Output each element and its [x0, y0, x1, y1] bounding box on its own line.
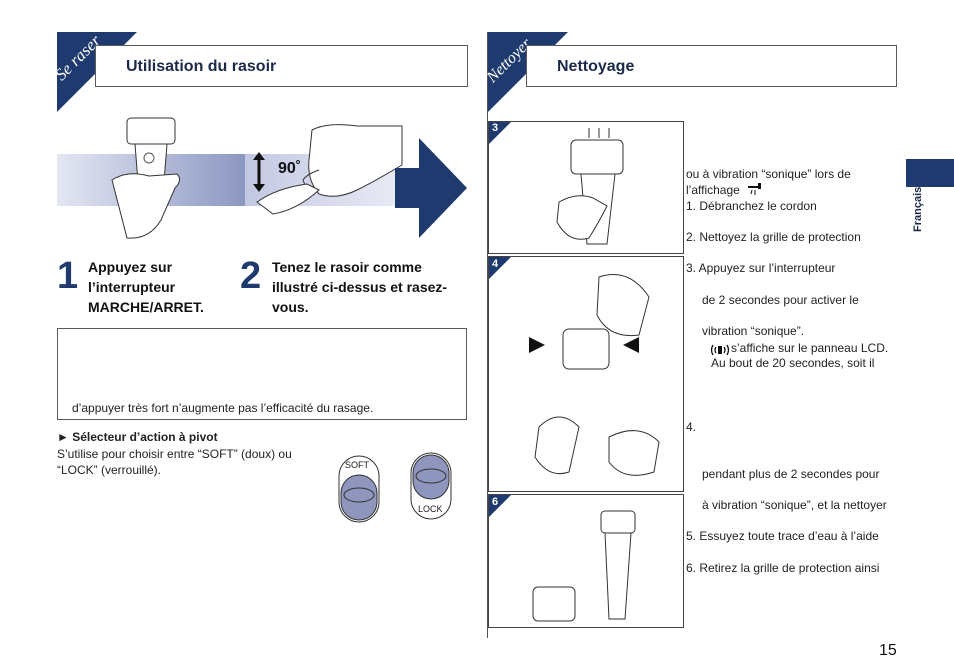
step1-line2: l’interrupteur [88, 279, 176, 295]
angle-label: 90˚ [278, 160, 302, 177]
step1-text: Appuyez sur l’interrupteur MARCHE/ARRET. [88, 257, 204, 317]
right-header-title: Nettoyage [557, 58, 635, 75]
step1-line3: MARCHE/ARRET. [88, 299, 204, 315]
figure-4 [488, 256, 684, 492]
clean-line-2: 1. Débranchez le cordon [686, 199, 817, 213]
figure-3-label: 3 [492, 122, 499, 134]
clean-line-13: 6. Retirez la grille de protection ainsi [686, 561, 880, 575]
faucet-icon [748, 183, 761, 195]
clean-line-7: s’affiche sur le panneau LCD. [731, 341, 889, 355]
step2-line3: vous. [272, 299, 309, 315]
note-box [57, 328, 467, 420]
pivot-line2: “LOCK” (verrouillé). [57, 463, 162, 477]
clean-line-5: de 2 secondes pour activer le [702, 293, 859, 307]
language-tab [906, 159, 954, 187]
step2-text: Tenez le rasoir comme illustré ci-dessus… [272, 257, 447, 317]
soft-switch-icon [338, 455, 380, 523]
shaver-illustration-left [57, 117, 467, 239]
figure-6-illustration [489, 495, 636, 622]
left-header-box [95, 45, 468, 87]
clean-line-8: Au bout de 20 secondes, soit il [711, 356, 875, 370]
lock-label: LOCK [418, 504, 443, 514]
step1-line1: Appuyez sur [88, 259, 173, 275]
language-label: Français [912, 186, 924, 232]
figure-3 [488, 121, 684, 254]
lock-switch-icon [410, 452, 452, 520]
clean-line-1: l’affichage [686, 183, 740, 197]
sonic-vibration-icon [710, 344, 730, 356]
right-header-box [526, 45, 897, 87]
step2-number: 2 [240, 255, 262, 297]
clean-line-10: pendant plus de 2 secondes pour [702, 467, 880, 481]
step2-line2: illustré ci-dessus et rasez- [272, 279, 448, 295]
pivot-title: ► Sélecteur d’action à pivot [57, 430, 218, 444]
figure-6-label: 6 [492, 496, 499, 508]
step1-number: 1 [57, 255, 79, 297]
clean-line-12: 5. Essuyez toute trace d’eau à l’aide [686, 529, 879, 543]
figure-3-illustration [489, 122, 624, 245]
clean-line-11: à vibration “sonique”, et la nettoyer [702, 498, 887, 512]
figure-6 [488, 494, 684, 628]
column-divider [487, 32, 488, 638]
step2-line1: Tenez le rasoir comme [272, 259, 422, 275]
clean-line-0: ou à vibration “sonique” lors de [686, 167, 851, 181]
clean-line-4: 3. Appuyez sur l’interrupteur [686, 261, 836, 275]
clean-line-9: 4. [686, 420, 697, 434]
figure-4-illustration [489, 257, 660, 476]
clean-line-6: vibration “sonique”. [702, 324, 805, 338]
soft-label: SOFT [345, 460, 369, 470]
figure-4-label: 4 [492, 258, 499, 270]
pivot-line1: S’utilise pour choisir entre “SOFT” (dou… [57, 447, 292, 461]
left-header-title: Utilisation du rasoir [126, 58, 277, 75]
note-text: d’appuyer très fort n’augmente pas l’eff… [72, 401, 374, 415]
clean-line-3: 2. Nettoyez la grille de protection [686, 230, 861, 244]
page-number: 15 [879, 642, 897, 659]
